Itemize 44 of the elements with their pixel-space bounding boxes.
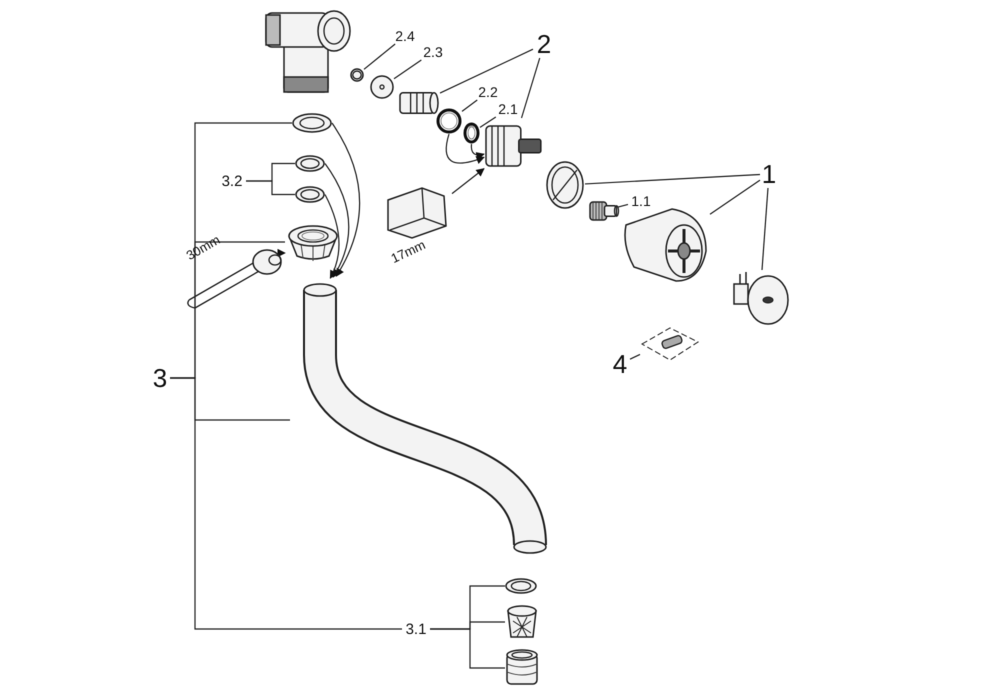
leader-line [618,204,628,208]
size-label: 17mm [388,237,428,266]
callout-number: 3 [150,364,170,392]
aerator-drawing [505,603,539,641]
washer-drawing [370,75,394,99]
arrow [278,249,286,256]
leader-line [761,188,769,270]
callout-number: 2.3 [420,44,446,60]
leader-line [520,58,540,118]
leader-line [710,180,760,215]
leader-line [440,48,534,94]
leader-line [246,180,295,196]
callout-number: 1.1 [628,193,654,209]
washer-drawing [292,113,332,133]
arrow [324,194,340,279]
ring-drawing [295,186,325,203]
leader-line [630,354,640,360]
ring-drawing [295,155,325,172]
leader-line [462,100,478,112]
callout-number: 3.1 [402,620,430,638]
washer-drawing [505,578,537,594]
leader-line [430,628,505,669]
arrow [324,163,350,278]
leader-line [170,377,402,630]
arrow [470,144,485,160]
callout-number: 2 [533,30,555,58]
cover-ring-drawing [545,160,585,210]
o-ring-drawing [436,108,462,134]
arrow [332,122,360,277]
leader-line [480,116,496,128]
o-ring-drawing [463,122,480,144]
leader-line [394,60,422,80]
arrow [452,168,485,194]
sleeve-drawing [505,648,539,688]
leader-line [364,44,396,70]
callout-number: 2.1 [495,101,521,117]
callout-number: 2.2 [475,84,501,100]
callout-number: 3.2 [218,172,246,190]
arrow [446,134,485,164]
callout-number: 4 [610,350,630,378]
washer-drawing [350,68,364,82]
leader-line [584,174,760,185]
callout-number: 2.4 [392,28,418,44]
callout-number: 1 [760,160,778,188]
